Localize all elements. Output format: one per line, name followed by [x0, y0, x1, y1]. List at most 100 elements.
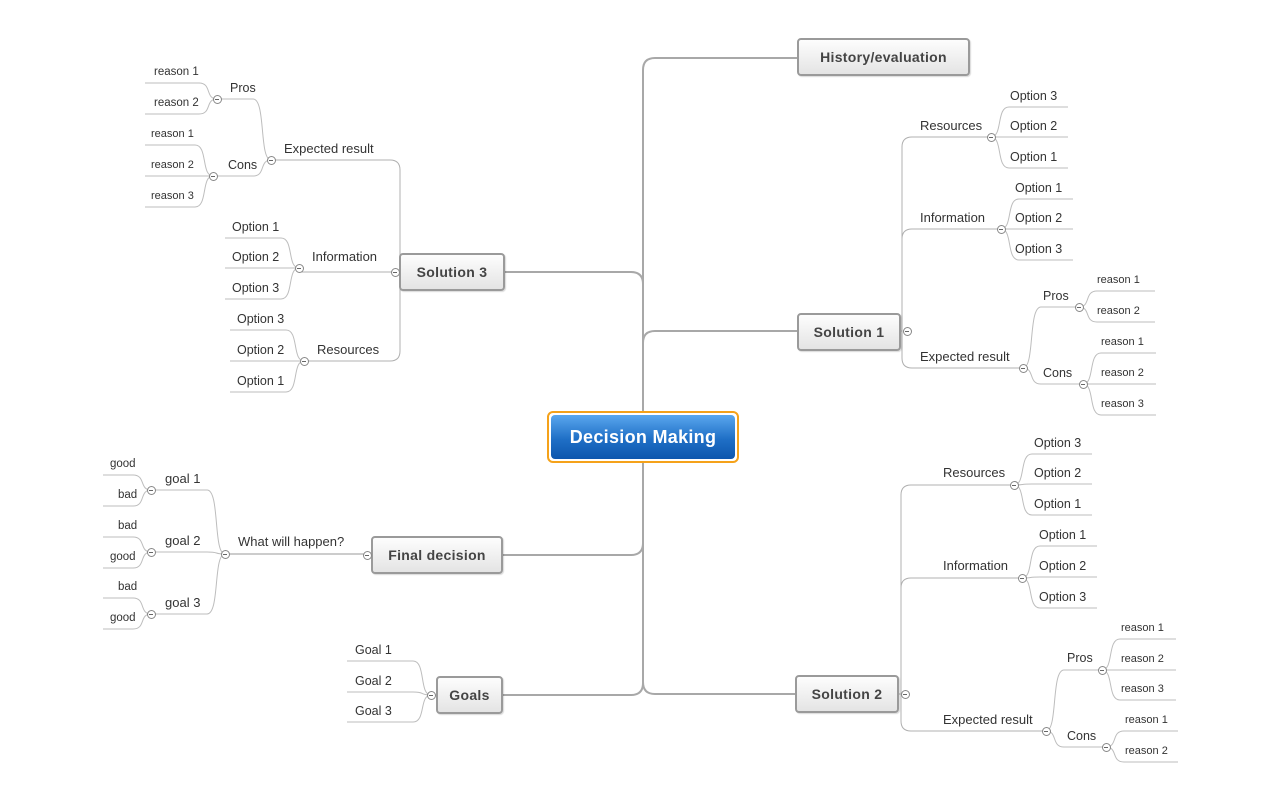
leaf-topic[interactable]: Option 3: [1034, 436, 1082, 450]
collapse-toggle-icon[interactable]: [362, 550, 372, 560]
leaf-topic[interactable]: reason 3: [1101, 398, 1144, 410]
collapse-toggle-icon[interactable]: [146, 485, 156, 495]
leaf-topic[interactable]: good: [110, 551, 136, 563]
subtopic-information[interactable]: Information: [312, 249, 378, 264]
leaf-topic[interactable]: reason 1: [1125, 714, 1168, 726]
subtopic-pros[interactable]: Pros: [1043, 289, 1069, 303]
subtopic-what-will-happen[interactable]: What will happen?: [238, 534, 345, 549]
leaf-topic[interactable]: Option 1: [1010, 150, 1058, 164]
main-branch-line: [502, 461, 644, 696]
leaf-topic[interactable]: Option 1: [232, 220, 280, 234]
collapse-toggle-icon[interactable]: [1041, 726, 1051, 736]
collapse-toggle-icon[interactable]: [1018, 363, 1028, 373]
leaf-topic[interactable]: bad: [118, 581, 138, 593]
collapse-toggle-icon[interactable]: [146, 547, 156, 557]
collapse-toggle-icon[interactable]: [390, 267, 400, 277]
leaf-topic[interactable]: Option 2: [1039, 559, 1087, 573]
subtopic-goal[interactable]: goal 3: [165, 595, 201, 610]
topic-solution-3[interactable]: Solution 3: [399, 253, 505, 291]
central-topic-label: Decision Making: [551, 415, 735, 459]
leaf-topic[interactable]: Option 3: [1015, 242, 1063, 256]
subtopic-expected-result[interactable]: Expected result: [920, 349, 1010, 364]
collapse-toggle-icon[interactable]: [266, 155, 276, 165]
leaf-topic[interactable]: Option 3: [232, 281, 280, 295]
subtopic-expected-result[interactable]: Expected result: [943, 712, 1033, 727]
subtopic-resources[interactable]: Resources: [317, 342, 380, 357]
leaf-topic[interactable]: Option 3: [1039, 590, 1087, 604]
leaf-topic[interactable]: Option 2: [1015, 211, 1063, 225]
collapse-toggle-icon[interactable]: [220, 549, 230, 559]
leaf-topic[interactable]: Goal 2: [355, 674, 392, 688]
subtopic-cons[interactable]: Cons: [228, 158, 258, 172]
connector-line: [272, 159, 401, 272]
leaf-topic[interactable]: good: [110, 612, 136, 624]
subtopic-goal[interactable]: goal 1: [165, 471, 201, 486]
main-branch-line: [642, 57, 798, 413]
collapse-toggle-icon[interactable]: [996, 224, 1006, 234]
topic-solution-2[interactable]: Solution 2: [795, 675, 899, 713]
leaf-topic[interactable]: reason 1: [151, 128, 194, 140]
leaf-topic[interactable]: Option 2: [1010, 119, 1058, 133]
collapse-toggle-icon[interactable]: [299, 356, 309, 366]
collapse-toggle-icon[interactable]: [1017, 573, 1027, 583]
collapse-toggle-icon[interactable]: [902, 326, 912, 336]
collapse-toggle-icon[interactable]: [212, 94, 222, 104]
leaf-topic[interactable]: Option 2: [237, 343, 285, 357]
leaf-topic[interactable]: bad: [118, 489, 138, 501]
leaf-topic[interactable]: Option 3: [237, 312, 285, 326]
leaf-topic[interactable]: Option 1: [1039, 528, 1087, 542]
leaf-topic[interactable]: reason 2: [1121, 653, 1164, 665]
subtopic-pros[interactable]: Pros: [1067, 651, 1093, 665]
collapse-toggle-icon[interactable]: [294, 263, 304, 273]
leaf-topic[interactable]: reason 2: [154, 97, 199, 109]
leaf-topic[interactable]: reason 1: [1097, 274, 1140, 286]
leaf-topic[interactable]: reason 2: [1097, 305, 1140, 317]
leaf-topic[interactable]: Goal 3: [355, 704, 392, 718]
collapse-toggle-icon[interactable]: [426, 690, 436, 700]
leaf-topic[interactable]: bad: [118, 520, 138, 532]
collapse-toggle-icon[interactable]: [900, 689, 910, 699]
leaf-topic[interactable]: reason 2: [1125, 745, 1168, 757]
leaf-topic[interactable]: reason 3: [1121, 683, 1164, 695]
collapse-toggle-icon[interactable]: [146, 609, 156, 619]
topic-final-decision[interactable]: Final decision: [371, 536, 503, 574]
subtopic-expected-result[interactable]: Expected result: [284, 141, 374, 156]
topic-solution-1[interactable]: Solution 1: [797, 313, 901, 351]
leaf-topic[interactable]: reason 3: [151, 190, 194, 202]
leaf-topic[interactable]: reason 2: [151, 159, 194, 171]
subtopic-resources[interactable]: Resources: [943, 465, 1006, 480]
leaf-topic[interactable]: Option 1: [1015, 181, 1063, 195]
leaf-topic[interactable]: Option 1: [1034, 497, 1082, 511]
main-branch-line: [642, 461, 796, 695]
collapse-toggle-icon[interactable]: [208, 171, 218, 181]
subtopic-cons[interactable]: Cons: [1043, 366, 1073, 380]
leaf-topic[interactable]: reason 1: [1101, 336, 1144, 348]
subtopic-information[interactable]: Information: [920, 210, 986, 225]
collapse-toggle-icon[interactable]: [986, 132, 996, 142]
leaf-topic[interactable]: reason 1: [154, 66, 199, 78]
leaf-topic[interactable]: Goal 1: [355, 643, 392, 657]
collapse-toggle-icon[interactable]: [1101, 742, 1111, 752]
leaf-topic[interactable]: Option 2: [232, 250, 280, 264]
leaf-topic[interactable]: Option 1: [237, 374, 285, 388]
leaf-topic[interactable]: good: [110, 458, 136, 470]
leaf-topic[interactable]: reason 1: [1121, 622, 1164, 634]
subtopic-pros[interactable]: Pros: [230, 81, 256, 95]
connector-line: [347, 691, 432, 696]
topic-goals[interactable]: Goals: [436, 676, 503, 714]
collapse-toggle-icon[interactable]: [1078, 379, 1088, 389]
subtopic-cons[interactable]: Cons: [1067, 729, 1097, 743]
central-topic[interactable]: Decision Making: [547, 411, 739, 463]
collapse-toggle-icon[interactable]: [1009, 480, 1019, 490]
collapse-toggle-icon[interactable]: [1074, 302, 1084, 312]
subtopic-goal[interactable]: goal 2: [165, 533, 201, 548]
connector-line: [1022, 306, 1078, 369]
leaf-topic[interactable]: Option 2: [1034, 466, 1082, 480]
leaf-topic[interactable]: reason 2: [1101, 367, 1144, 379]
topic-history-evaluation[interactable]: History/evaluation: [797, 38, 970, 76]
subtopic-information[interactable]: Information: [943, 558, 1009, 573]
collapse-toggle-icon[interactable]: [1097, 665, 1107, 675]
leaf-topic[interactable]: Option 3: [1010, 89, 1058, 103]
subtopic-resources[interactable]: Resources: [920, 118, 983, 133]
